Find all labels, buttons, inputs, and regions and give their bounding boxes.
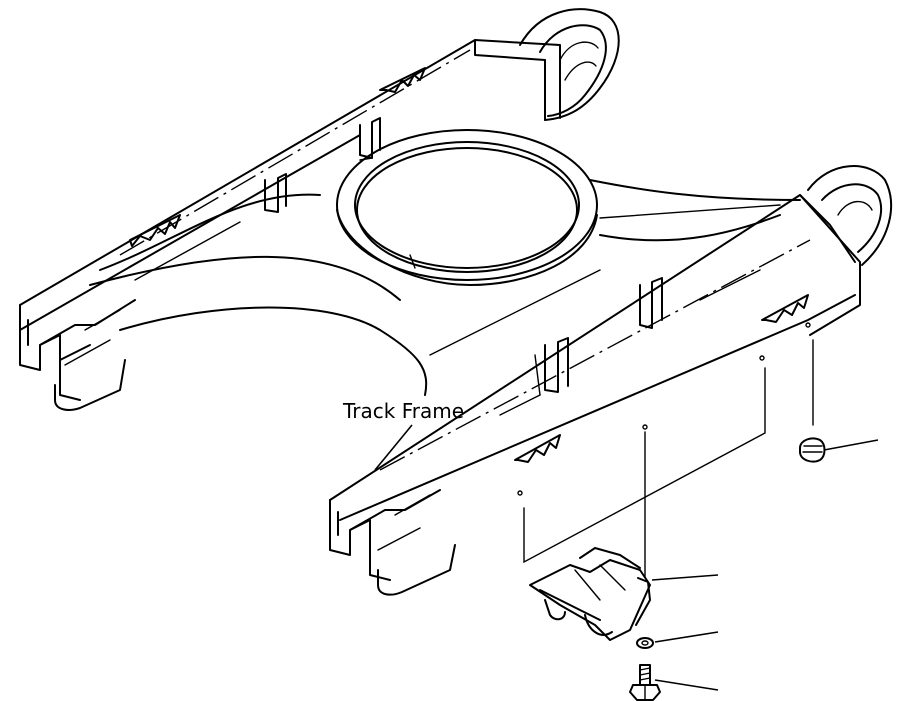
track-frame-label: Track Frame: [342, 399, 464, 423]
bolt: [629, 664, 719, 701]
assembly-guide-lines: [523, 339, 814, 581]
track-frame: [19, 8, 892, 596]
bracket: [529, 547, 719, 641]
lock-washer: [636, 631, 719, 649]
grease-fitting: [799, 437, 879, 463]
